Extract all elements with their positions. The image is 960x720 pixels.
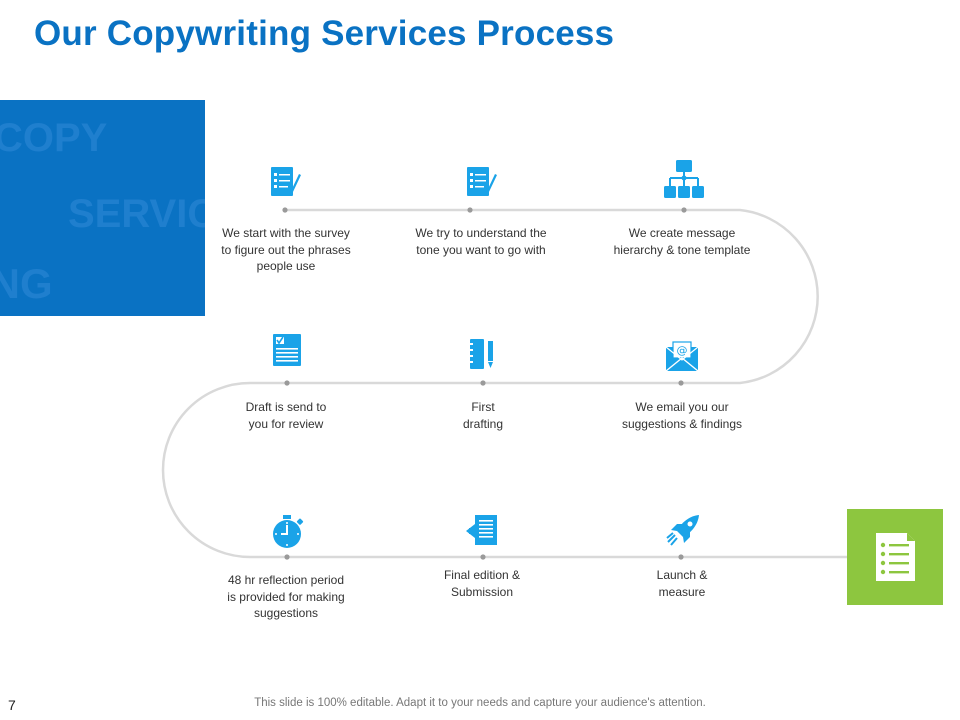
decorative-blue-panel: COPY SERVIC ING: [0, 100, 205, 316]
path-marker-dot: [678, 554, 684, 560]
notebook-pencil-icon: [468, 337, 502, 371]
step-description: First drafting: [462, 400, 504, 431]
footer-note: This slide is 100% editable. Adapt it to…: [254, 697, 706, 709]
rocket-icon: [665, 513, 699, 547]
survey-checklist-icon: [268, 165, 302, 199]
step-description: We try to understand the tone you want t…: [415, 226, 547, 257]
decor-word: COPY: [0, 116, 108, 160]
email-envelope-icon: @: [665, 341, 699, 375]
step-description: We create message hierarchy & tone templ…: [613, 226, 751, 257]
decor-word: SERVIC: [68, 192, 205, 236]
path-marker-dot: [282, 207, 288, 213]
page-number: 7: [8, 697, 16, 713]
document-list-icon: [876, 533, 915, 581]
path-marker-dot: [480, 380, 486, 386]
step-description: Final edition & Submission: [443, 568, 521, 599]
step-description: We email you our suggestions & findings: [621, 400, 743, 431]
stopwatch-icon: [270, 515, 304, 549]
page-title: Our Copywriting Services Process: [34, 14, 615, 53]
end-marker: [847, 509, 943, 605]
svg-text:@: @: [677, 344, 688, 357]
step-description: 48 hr reflection period is provided for …: [227, 573, 345, 620]
path-marker-dot: [284, 554, 290, 560]
document-check-icon: [270, 333, 304, 367]
hierarchy-chart-icon: [664, 160, 704, 198]
checklist-pen-icon: [464, 165, 498, 199]
path-marker-dot: [480, 554, 486, 560]
path-marker-dot: [467, 207, 473, 213]
path-marker-dot: [681, 207, 687, 213]
step-description: We start with the survey to figure out t…: [221, 226, 351, 273]
step-description: Draft is send to you for review: [245, 400, 327, 431]
path-marker-dot: [678, 380, 684, 386]
step-description: Launch & measure: [656, 568, 708, 599]
submit-document-icon: [465, 514, 499, 548]
decor-word: ING: [0, 260, 53, 307]
path-marker-dot: [284, 380, 290, 386]
